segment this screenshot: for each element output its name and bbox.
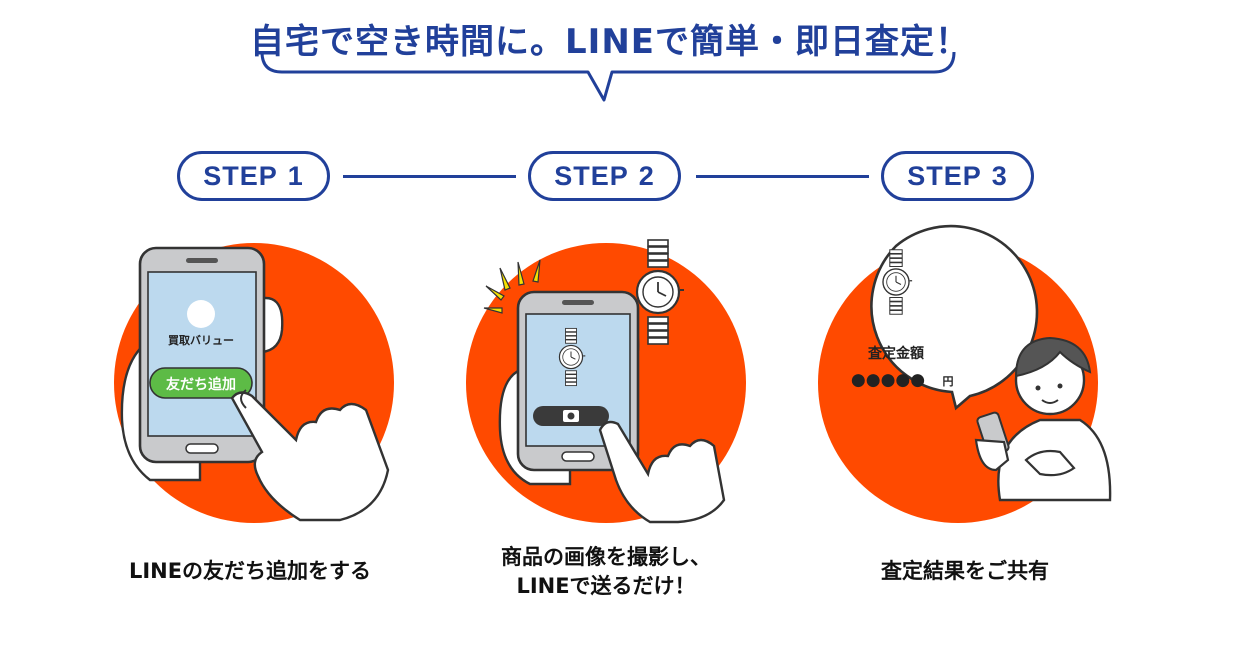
step-3-illustration [818, 224, 1112, 523]
step-1-screen-title: 買取バリュー [168, 334, 234, 347]
step-3-bubble-title: 査定金額 [868, 345, 924, 362]
step-1-label: STEP [203, 160, 278, 191]
step-2-illustration [466, 238, 746, 524]
step-2-caption-line-2: LINEで送るだけ！ [516, 574, 696, 598]
step-1-caption: LINEの友だち追加をする [128, 559, 372, 583]
illustrations: 買取バリュー 友だち追加 [114, 224, 1112, 524]
step-1-screen-button-label: 友だち追加 [166, 376, 236, 393]
step-3-caption: 査定結果をご共有 [881, 559, 1049, 583]
step-1-avatar [187, 300, 215, 328]
step-3-bubble-value: ●●●●● [851, 370, 925, 390]
step-2-caption: 商品の画像を撮影し、 LINEで送るだけ！ [456, 543, 756, 601]
step-2-label: STEP [554, 160, 629, 191]
step-2-caption-line-1: 商品の画像を撮影し、 [501, 545, 711, 569]
step-2-badge: STEP 2 [528, 151, 681, 201]
headline-brace [260, 51, 956, 102]
step-1-illustration [114, 243, 394, 523]
step-3-label: STEP [907, 160, 982, 191]
step-1-badge: STEP 1 [177, 151, 330, 201]
step-connector-2 [696, 175, 869, 178]
step-1-number: 1 [287, 160, 304, 191]
step-connector-1 [343, 175, 516, 178]
step-3-speech-bubble [870, 224, 1039, 411]
step-1-add-friend-button [149, 367, 253, 399]
camera-icon [563, 410, 579, 422]
step-3-bubble-unit: 円 [943, 375, 954, 388]
person-icon [974, 336, 1112, 502]
headline: 自宅で空き時間に。LINEで簡単・即日査定！ [250, 22, 970, 62]
step-3-number: 3 [991, 160, 1008, 191]
flash-marks-icon [483, 259, 541, 314]
step-3-badge: STEP 3 [881, 151, 1034, 201]
step-2-number: 2 [638, 160, 655, 191]
